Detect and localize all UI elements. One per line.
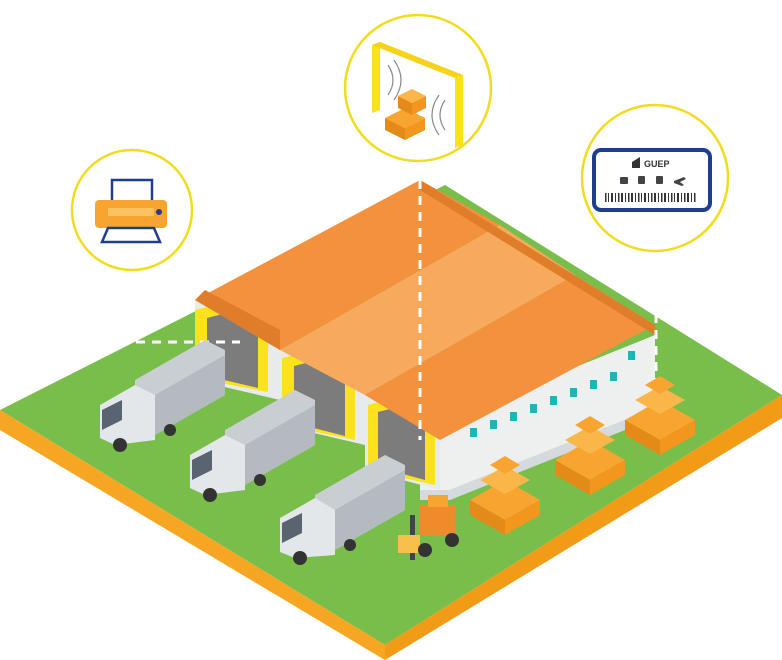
shipping-label-icon: GUEP (592, 148, 712, 212)
truck-icon (100, 340, 225, 452)
printer-icon (95, 178, 167, 244)
pallet-boxes-icon (470, 456, 540, 535)
truck-icon (190, 390, 315, 502)
tag-brand: GUEP (644, 159, 670, 169)
rfid-gate-icon (372, 42, 463, 148)
pallet-boxes-icon (625, 376, 695, 455)
warehouse-windows (470, 351, 635, 437)
truck-icon (280, 455, 405, 565)
rfid-circle (343, 13, 493, 163)
label-circle: GUEP (580, 103, 730, 253)
pallet-boxes-icon (555, 416, 625, 495)
barcode (605, 193, 696, 202)
forklift-icon (398, 495, 459, 560)
transport-icons (620, 176, 686, 186)
printer-circle (70, 148, 194, 272)
guep-logo-icon (632, 157, 640, 168)
